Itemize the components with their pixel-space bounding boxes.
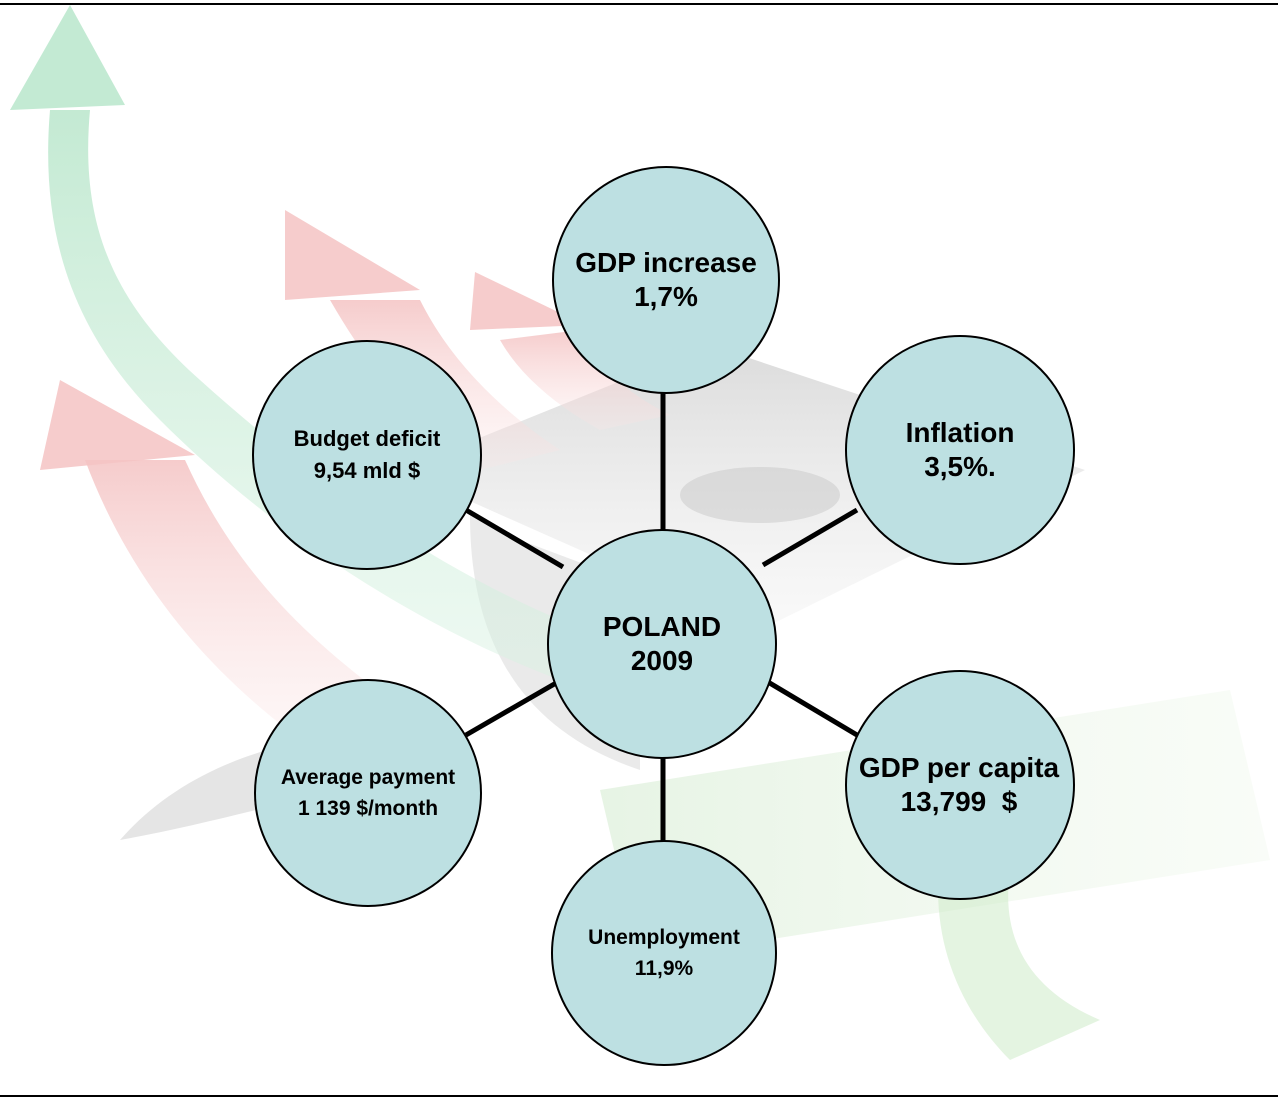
bottom-border bbox=[0, 1095, 1278, 1097]
node-gdp-increase: GDP increase 1,7% bbox=[552, 166, 780, 394]
spoke-gdp-per-capita bbox=[761, 676, 859, 738]
green-arrow-icon bbox=[10, 5, 560, 680]
center-title: POLAND bbox=[602, 611, 722, 642]
node-value: 1 139 $/month bbox=[297, 797, 439, 820]
node-value: 13,799 $ bbox=[900, 786, 1018, 817]
node-unemployment: Unemployment 11,9% bbox=[551, 840, 777, 1066]
spoke-average-payment bbox=[464, 676, 565, 738]
node-label: GDP increase bbox=[575, 247, 757, 278]
node-label: Inflation bbox=[905, 417, 1015, 448]
spoke-budget-deficit bbox=[464, 507, 565, 570]
node-label: Budget deficit bbox=[293, 426, 441, 451]
node-value: 11,9% bbox=[634, 957, 694, 980]
node-gdp-per-capita: GDP per capita 13,799 $ bbox=[845, 670, 1075, 900]
node-label: Average payment bbox=[280, 766, 456, 789]
node-label: Unemployment bbox=[588, 926, 740, 949]
node-budget-deficit: Budget deficit 9,54 mld $ bbox=[252, 340, 482, 570]
center-year: 2009 bbox=[630, 645, 694, 676]
spoke-inflation bbox=[761, 507, 859, 568]
node-average-payment: Average payment 1 139 $/month bbox=[254, 679, 482, 907]
node-inflation: Inflation 3,5%. bbox=[845, 335, 1075, 565]
node-value: 1,7% bbox=[634, 281, 698, 312]
node-value: 9,54 mld $ bbox=[313, 458, 421, 483]
node-label: GDP per capita bbox=[858, 752, 1060, 783]
center-node: POLAND 2009 bbox=[547, 529, 777, 759]
top-border bbox=[0, 3, 1278, 5]
node-value: 3,5%. bbox=[924, 451, 996, 482]
